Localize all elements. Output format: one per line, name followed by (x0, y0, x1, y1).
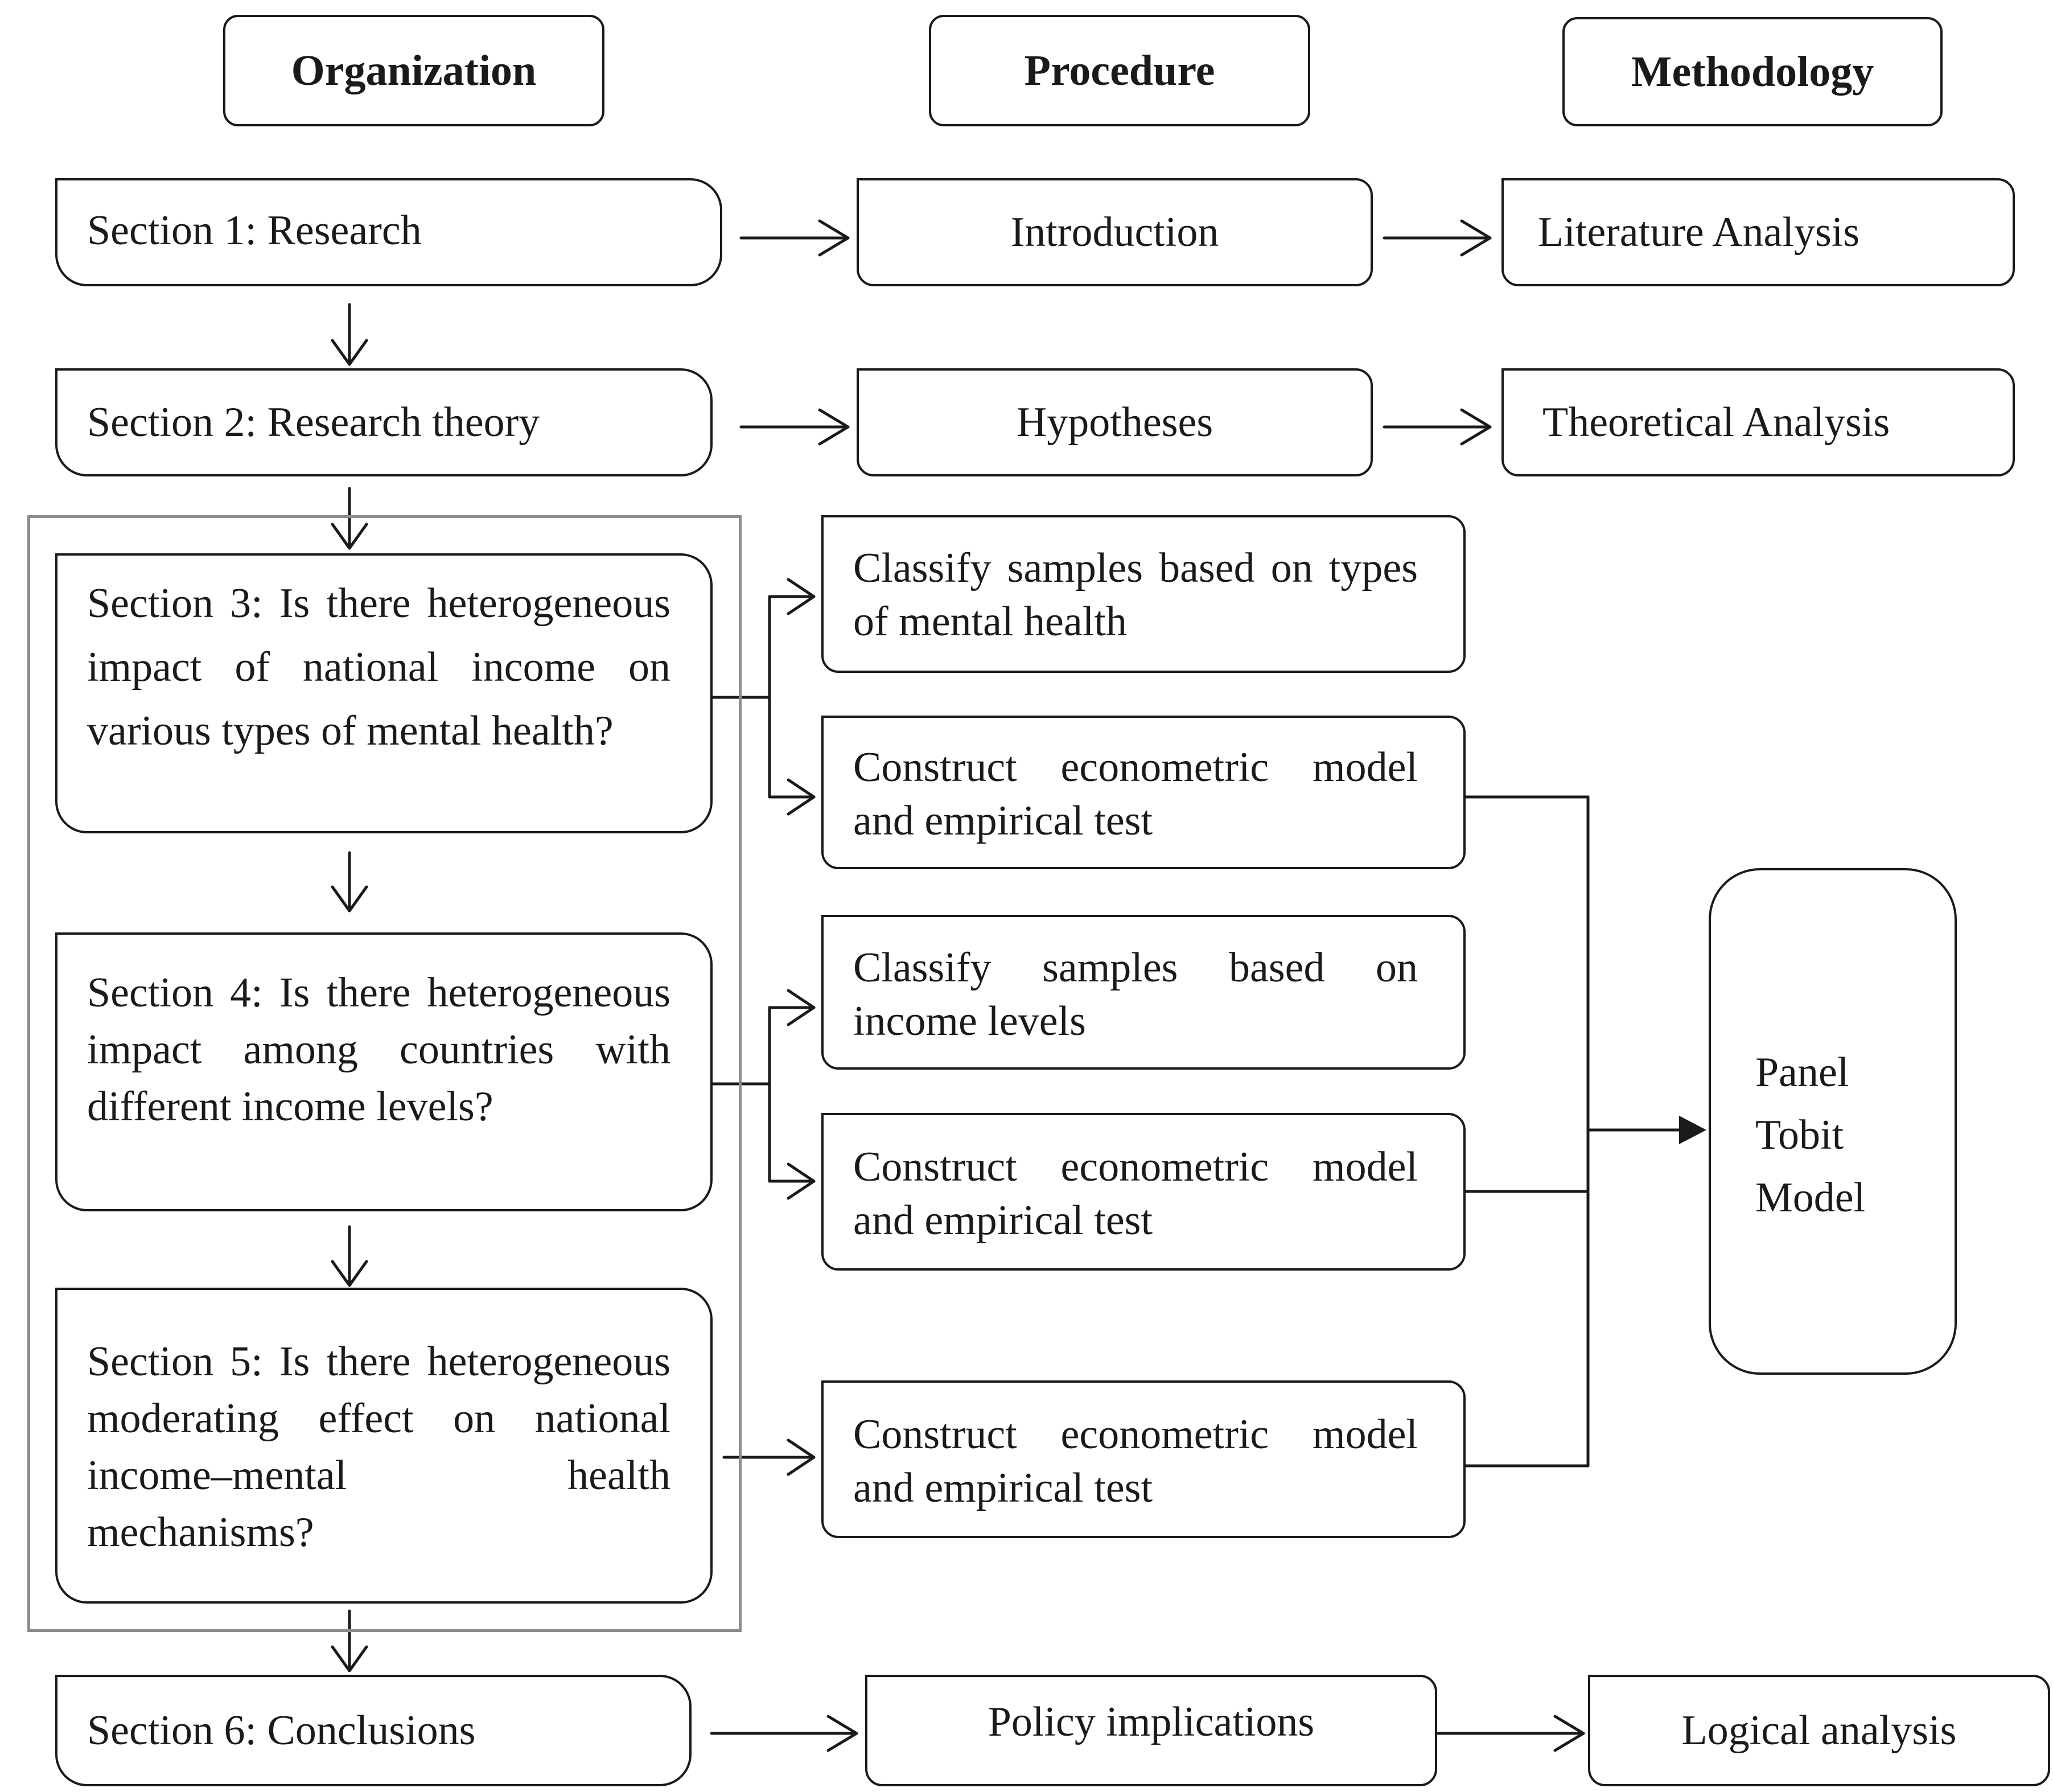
procedure-classify-income: Classify samples based on income levels (821, 915, 1466, 1070)
methodology-literature-analysis: Literature Analysis (1501, 178, 2015, 286)
header-organization-label: Organization (291, 46, 537, 94)
procedure-policy-implications-label: Policy implications (988, 1699, 1315, 1745)
bus-construct-to-tobit (1464, 795, 1681, 1468)
procedure-hypotheses-label: Hypotheses (1016, 399, 1213, 446)
procedure-construct-model-2-label: Construct econometric model and empirica… (853, 1144, 1418, 1244)
arrowhead-tobit (1679, 1116, 1706, 1144)
header-organization: Organization (223, 15, 604, 126)
arrow-s4-to-s5 (331, 1225, 368, 1287)
section-3-box: Section 3: Is there heterogeneous impact… (55, 553, 713, 833)
procedure-construct-model-3: Construct econometric model and empirica… (821, 1380, 1466, 1538)
arrow-s2-to-hypotheses (739, 408, 850, 446)
methodology-theoretical-analysis-label: Theoretical Analysis (1542, 399, 1890, 446)
arrow-s2-to-s3 (331, 487, 368, 550)
section-3-5-group-outline (27, 515, 742, 1632)
section-1-label: Section 1: Research (87, 207, 422, 254)
arrow-s1-to-introduction (739, 219, 850, 257)
header-methodology: Methodology (1562, 17, 1943, 126)
tobit-line-panel: Panel (1755, 1049, 1849, 1096)
header-methodology-label: Methodology (1631, 47, 1874, 96)
section-1-box: Section 1: Research (55, 178, 722, 286)
methodology-theoretical-analysis: Theoretical Analysis (1501, 368, 2015, 476)
procedure-construct-model-1-label: Construct econometric model and empirica… (853, 744, 1418, 844)
section-6-label: Section 6: Conclusions (87, 1707, 476, 1754)
procedure-hypotheses: Hypotheses (857, 368, 1373, 476)
methodology-logical-analysis-label: Logical analysis (1681, 1707, 1957, 1754)
section-2-box: Section 2: Research theory (55, 368, 713, 476)
arrow-s5-to-s6 (331, 1609, 368, 1672)
arrow-policy-to-logical (1435, 1715, 1585, 1752)
methodology-literature-analysis-label: Literature Analysis (1538, 209, 1860, 256)
arrow-introduction-to-literature (1383, 219, 1492, 257)
procedure-classify-mental-health-label: Classify samples based on types of menta… (853, 545, 1418, 645)
procedure-introduction: Introduction (857, 178, 1373, 286)
section-4-label: Section 4: Is there heterogeneous impact… (87, 969, 670, 1130)
tobit-line-model: Model (1755, 1174, 1866, 1221)
procedure-construct-model-1: Construct econometric model and empirica… (821, 716, 1466, 869)
procedure-introduction-label: Introduction (1010, 209, 1219, 256)
section-3-label: Section 3: Is there heterogeneous impact… (87, 580, 670, 754)
methodology-logical-analysis: Logical analysis (1588, 1675, 2050, 1786)
procedure-construct-model-3-label: Construct econometric model and empirica… (853, 1411, 1418, 1511)
section-5-label: Section 5: Is there heterogeneous modera… (87, 1338, 670, 1556)
arrow-s1-to-s2 (331, 303, 368, 366)
arrow-s3-to-s4 (331, 851, 368, 913)
arrow-hypotheses-to-theoretical (1383, 408, 1492, 446)
procedure-classify-income-label: Classify samples based on income levels (853, 944, 1418, 1045)
procedure-construct-model-2: Construct econometric model and empirica… (821, 1113, 1466, 1271)
arrow-s6-to-policy (710, 1715, 858, 1752)
branch-s3-to-procedures (710, 578, 816, 816)
header-procedure-label: Procedure (1024, 46, 1215, 94)
procedure-policy-implications: Policy implications (865, 1675, 1437, 1786)
methodology-panel-tobit-model: Panel Tobit Model (1709, 868, 1957, 1375)
procedure-classify-mental-health: Classify samples based on types of menta… (821, 515, 1466, 673)
section-2-label: Section 2: Research theory (87, 399, 540, 446)
section-6-box: Section 6: Conclusions (55, 1675, 692, 1786)
section-5-box: Section 5: Is there heterogeneous modera… (55, 1288, 713, 1604)
header-procedure: Procedure (929, 15, 1310, 126)
section-4-box: Section 4: Is there heterogeneous impact… (55, 932, 713, 1211)
tobit-line-tobit: Tobit (1755, 1112, 1844, 1158)
